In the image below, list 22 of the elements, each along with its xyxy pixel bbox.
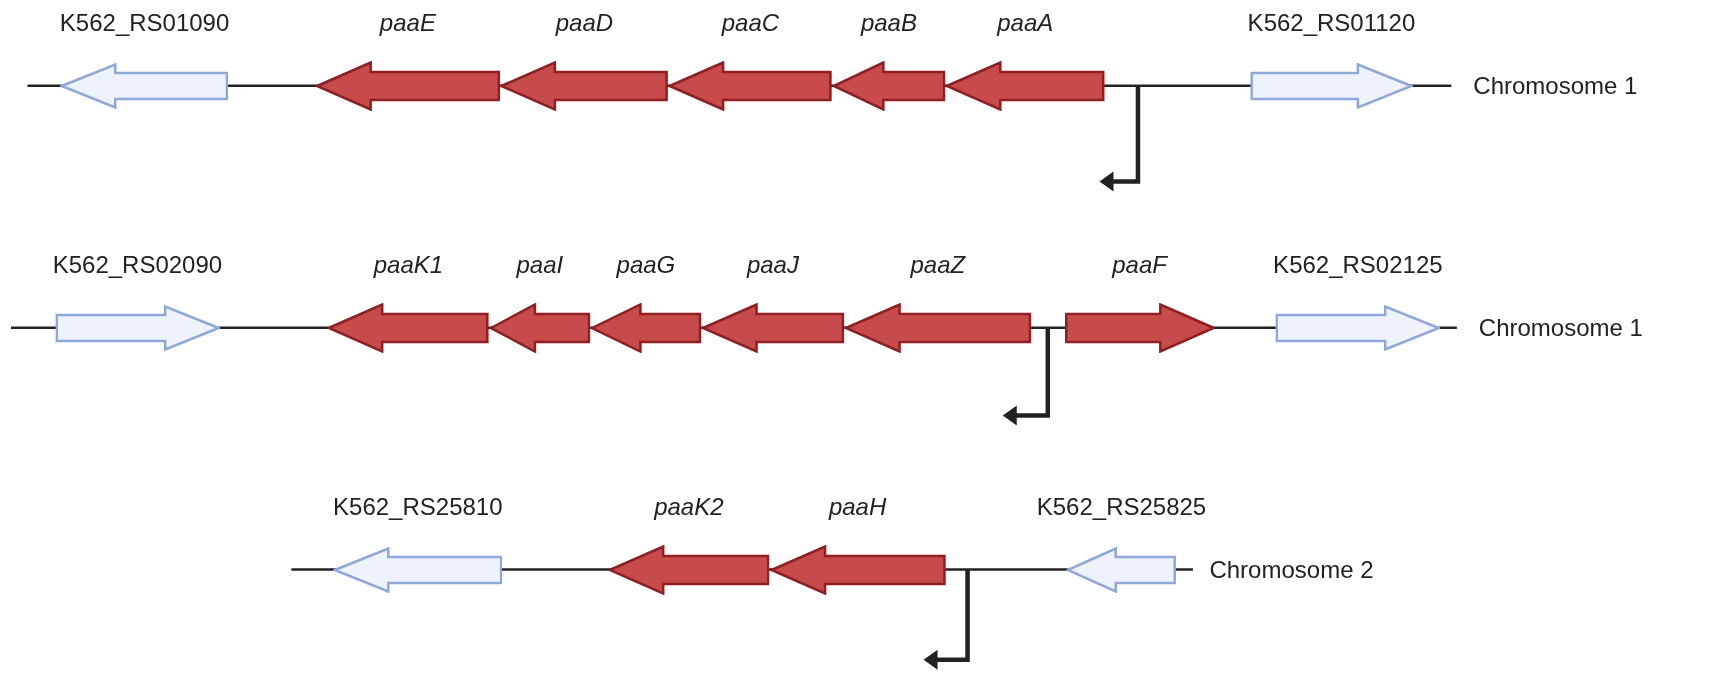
gene-label: paaA <box>997 7 1054 38</box>
gene-label: paaF <box>1112 249 1167 280</box>
gene-label: paaZ <box>910 249 966 280</box>
gene-label: paaH <box>828 491 887 522</box>
gene-label: paaK1 <box>373 249 444 280</box>
gene-label: K562_RS25825 <box>1036 491 1207 522</box>
gene-label: K562_RS25810 <box>333 491 503 522</box>
gene-label: paaK2 <box>654 491 724 522</box>
gene-label: paaC <box>721 7 780 38</box>
gene-label: K562_RS02125 <box>1273 249 1443 280</box>
gene-label: K562_RS01120 <box>1247 7 1416 38</box>
gene-label: paaE <box>379 7 436 38</box>
gene-label: paaD <box>555 7 614 38</box>
chromosome-label: Chromosome 2 <box>1209 554 1374 585</box>
gene-label: paaB <box>860 7 917 38</box>
gene-label: paaI <box>516 249 564 280</box>
chromosome-label: Chromosome 1 <box>1478 312 1643 343</box>
gene-label: paaJ <box>746 249 799 280</box>
gene-label: K562_RS01090 <box>59 7 230 38</box>
gene-label: K562_RS02090 <box>52 249 223 280</box>
chromosome-label: Chromosome 1 <box>1473 70 1638 101</box>
gene-label: paaG <box>616 249 676 280</box>
